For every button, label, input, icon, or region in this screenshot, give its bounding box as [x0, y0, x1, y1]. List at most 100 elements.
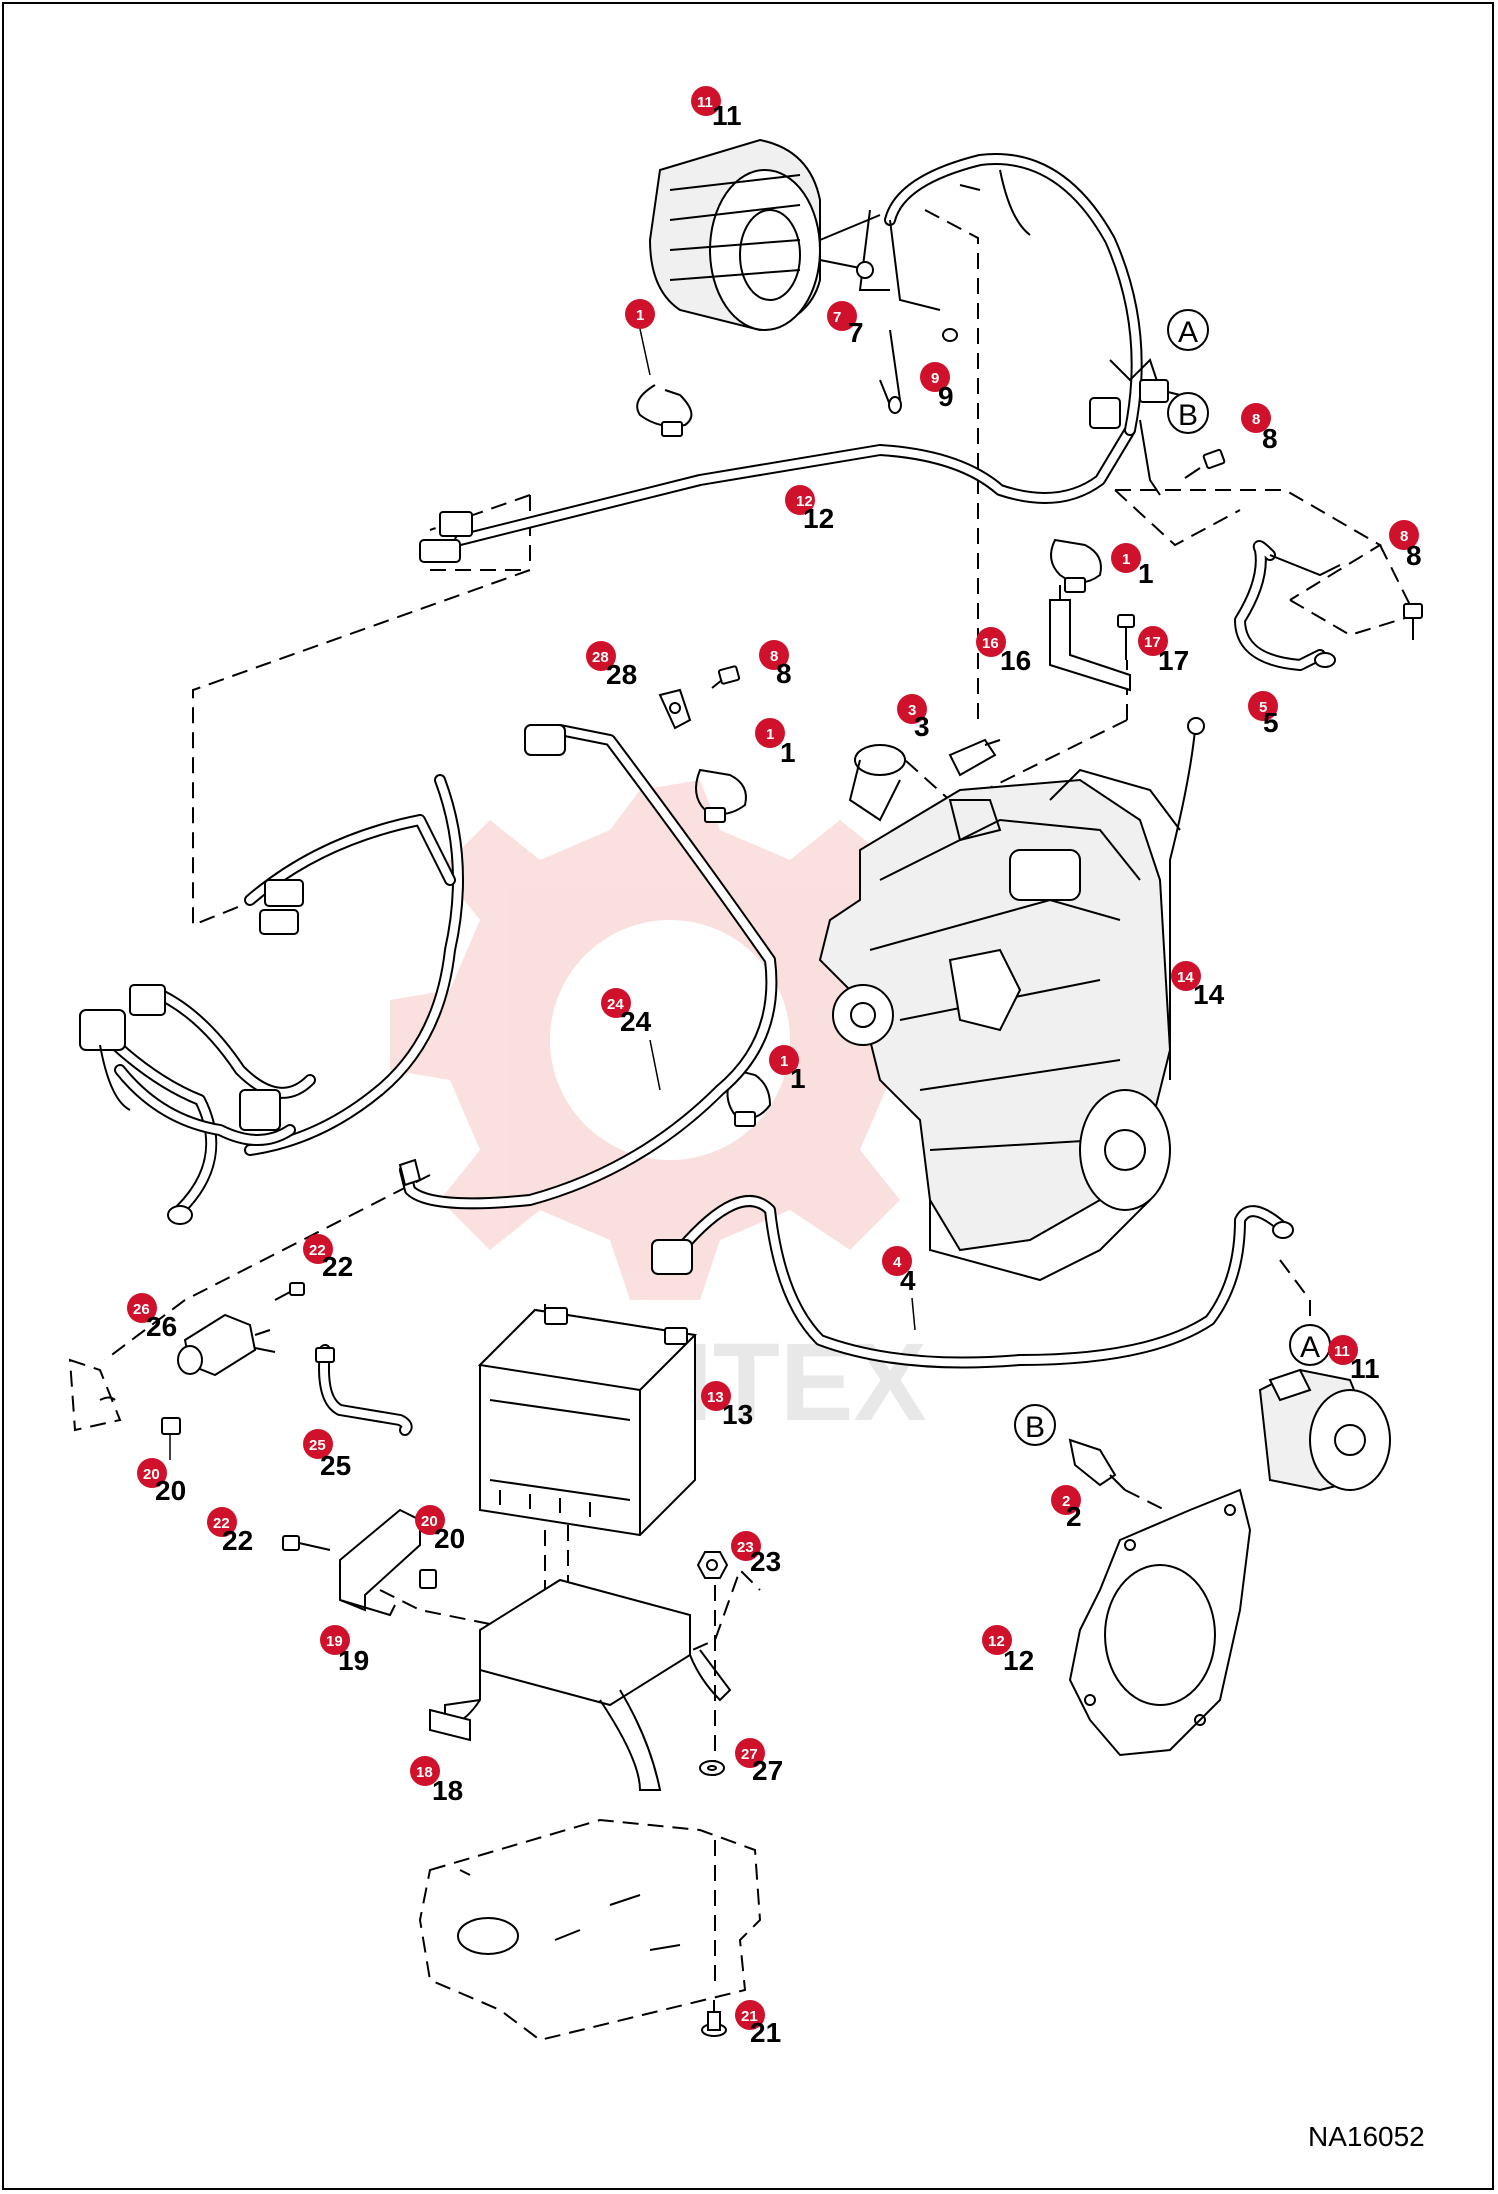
floor-plate-outline — [418, 1818, 762, 2042]
svg-text:20: 20 — [155, 1475, 186, 1506]
bolt-21 — [701, 2000, 727, 2037]
svg-text:8: 8 — [1252, 411, 1260, 428]
svg-text:27: 27 — [741, 1746, 758, 1763]
relay-bracket — [68, 1358, 122, 1432]
callout-25[interactable]: 25 25 — [303, 1429, 351, 1481]
svg-text:7: 7 — [848, 317, 864, 348]
bracket-16 — [1049, 585, 1131, 692]
callout-8-center[interactable]: 9 8 8 — [759, 640, 792, 689]
svg-text:27: 27 — [752, 1755, 783, 1786]
callout-1-top[interactable]: 1 — [625, 299, 655, 376]
svg-text:23: 23 — [737, 1539, 754, 1556]
callout-12[interactable]: 12 12 — [982, 1625, 1034, 1676]
svg-text:19: 19 — [338, 1645, 369, 1676]
svg-text:25: 25 — [309, 1437, 326, 1454]
callout-1-mid[interactable]: 1 1 — [755, 718, 796, 768]
callout-20-upper[interactable]: 20 20 — [137, 1435, 186, 1506]
svg-text:9: 9 — [938, 381, 954, 412]
svg-text:17: 17 — [1158, 645, 1189, 676]
svg-text:8: 8 — [1400, 528, 1408, 545]
svg-text:1: 1 — [780, 737, 796, 768]
svg-text:14: 14 — [1193, 979, 1225, 1010]
holddown-bracket-19 — [339, 1508, 421, 1617]
svg-text:1: 1 — [1122, 551, 1130, 568]
svg-text:23: 23 — [750, 1546, 781, 1577]
cable-tie-1-top — [636, 384, 693, 437]
svg-text:14: 14 — [1177, 969, 1194, 986]
svg-text:1: 1 — [1138, 558, 1154, 589]
callout-1-right[interactable]: 1 1 — [1111, 543, 1154, 589]
callout-26[interactable]: 26 26 — [127, 1293, 177, 1342]
callout-5[interactable]: 5 5 — [1248, 691, 1279, 738]
callout-13[interactable]: 13 13 — [701, 1381, 753, 1430]
alternator-15 — [648, 138, 958, 414]
svg-text:24: 24 — [620, 1006, 652, 1037]
nut-20-lower — [419, 1569, 437, 1589]
callout-27[interactable]: 27 27 — [735, 1738, 783, 1786]
callout-3[interactable]: 3 3 — [897, 694, 930, 742]
callout-22-upper[interactable]: 22 22 — [303, 1234, 353, 1282]
svg-text:24: 24 — [607, 996, 624, 1013]
svg-text:1: 1 — [636, 307, 644, 324]
battery-cable-24 — [398, 724, 778, 1210]
svg-text:12: 12 — [988, 1633, 1005, 1650]
callout-24[interactable]: 24 24 — [601, 988, 661, 1091]
svg-text:25: 25 — [320, 1450, 351, 1481]
svg-text:2: 2 — [1062, 1493, 1070, 1510]
callout-14[interactable]: 14 14 — [1171, 961, 1225, 1010]
callout-23[interactable]: 23 23 — [731, 1531, 781, 1577]
sensor-3 — [948, 738, 1001, 777]
engine-14 — [818, 717, 1205, 1282]
svg-text:21: 21 — [741, 2008, 758, 2025]
callout-8-right[interactable]: 8 8 — [1389, 520, 1422, 571]
bolt-8-center — [711, 665, 741, 689]
svg-text:B: B — [1178, 399, 1198, 432]
callout-2[interactable]: 2 2 — [1051, 1485, 1082, 1532]
svg-text:8: 8 — [776, 658, 792, 689]
svg-text:9: 9 — [931, 370, 939, 387]
callout-1-lower[interactable]: 1 1 — [769, 1045, 806, 1094]
bolt-22-lower — [282, 1535, 331, 1551]
callout-19[interactable]: 19 19 — [320, 1625, 369, 1676]
svg-text:2: 2 — [1066, 1501, 1082, 1532]
callout-21[interactable]: 21 21 — [735, 2000, 781, 2048]
svg-text:20: 20 — [421, 1513, 438, 1530]
adapter-plate-12 — [1068, 1488, 1252, 1757]
callout-16[interactable]: 12 21 16 21 16 — [976, 627, 1031, 676]
connector-b-top: B — [1167, 392, 1209, 434]
callout-11[interactable]: 11 11 — [1328, 1335, 1380, 1384]
svg-text:20: 20 — [434, 1523, 465, 1554]
callout-4[interactable]: 4 4 — [882, 1246, 916, 1331]
svg-text:3: 3 — [908, 702, 916, 719]
svg-text:22: 22 — [322, 1251, 353, 1282]
callout-7[interactable]: 7 8 8 — [1241, 403, 1278, 454]
callout-15[interactable]: 11 11 — [691, 86, 742, 131]
callout-28[interactable]: 28 28 — [586, 641, 637, 690]
svg-text:8: 8 — [1406, 540, 1422, 571]
svg-text:8: 8 — [1262, 423, 1278, 454]
svg-text:18: 18 — [432, 1775, 463, 1806]
bolt-8-right — [1403, 603, 1423, 640]
sensor-2 — [1068, 1438, 1126, 1491]
svg-text:12: 12 — [796, 493, 813, 510]
connector-a-top: A — [1167, 309, 1209, 351]
callout-22-lower[interactable]: 22 22 — [207, 1507, 253, 1556]
callout-6[interactable]: 12 12 — [785, 485, 834, 534]
svg-text:B: B — [1025, 1411, 1045, 1444]
watermark-gear-logo — [390, 780, 950, 1300]
callout-18[interactable]: 18 18 — [410, 1756, 463, 1806]
svg-text:16: 16 — [982, 635, 999, 652]
callout-17[interactable]: 17 17 — [1138, 626, 1189, 676]
svg-text:21: 21 — [750, 2017, 781, 2048]
svg-text:22: 22 — [309, 1242, 326, 1259]
svg-text:5: 5 — [1259, 699, 1267, 716]
callout-9[interactable]: 9 9 — [920, 362, 954, 412]
bolt-7 — [1184, 448, 1226, 479]
svg-text:11: 11 — [1334, 1343, 1350, 1360]
callout-10[interactable]: 7 7 — [827, 301, 864, 348]
callout-20-lower[interactable]: 20 20 — [415, 1505, 465, 1554]
svg-text:11: 11 — [712, 100, 742, 131]
